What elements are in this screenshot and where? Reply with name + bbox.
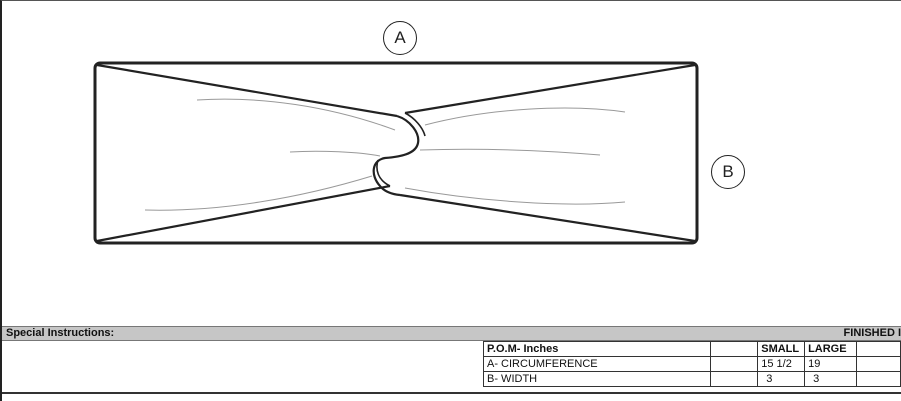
table-row: B- WIDTH 3 3 (482, 371, 901, 387)
twist-knot (372, 114, 420, 197)
large-value-cell: 3 (804, 371, 857, 387)
table-header-row: P.O.M- Inches SMALL LARGE (482, 341, 901, 357)
blank-cell (710, 371, 759, 387)
table-row: A- CIRCUMFERENCE 15 1/2 19 (482, 356, 901, 372)
blank-cell (855, 371, 901, 387)
blank-header-cell (710, 341, 759, 357)
bottom-divider (2, 392, 901, 394)
blank-header-cell (855, 341, 901, 357)
callout-b: B (711, 155, 745, 189)
large-header-cell: LARGE (804, 341, 857, 357)
large-value-cell: 19 (804, 356, 857, 372)
callout-b-label: B (722, 162, 734, 181)
callout-a: A (383, 21, 417, 55)
band-outline (93, 61, 699, 245)
pom-cell: B- WIDTH (482, 371, 712, 387)
blank-cell (855, 356, 901, 372)
special-instructions-bar: Special Instructions: FINISHED I (2, 326, 901, 341)
pom-table: P.O.M- Inches SMALL LARGE A- CIRCUMFEREN… (482, 341, 901, 387)
small-value-cell: 15 1/2 (757, 356, 806, 372)
headband-technical-drawing (93, 61, 699, 245)
pom-cell: A- CIRCUMFERENCE (482, 356, 712, 372)
callout-a-label: A (394, 28, 406, 47)
finished-measurements-label: FINISHED I (843, 327, 901, 339)
blank-cell (710, 356, 759, 372)
small-value-cell: 3 (757, 371, 806, 387)
small-header-cell: SMALL (757, 341, 806, 357)
pom-header-cell: P.O.M- Inches (482, 341, 712, 357)
special-instructions-label: Special Instructions: (6, 327, 115, 339)
